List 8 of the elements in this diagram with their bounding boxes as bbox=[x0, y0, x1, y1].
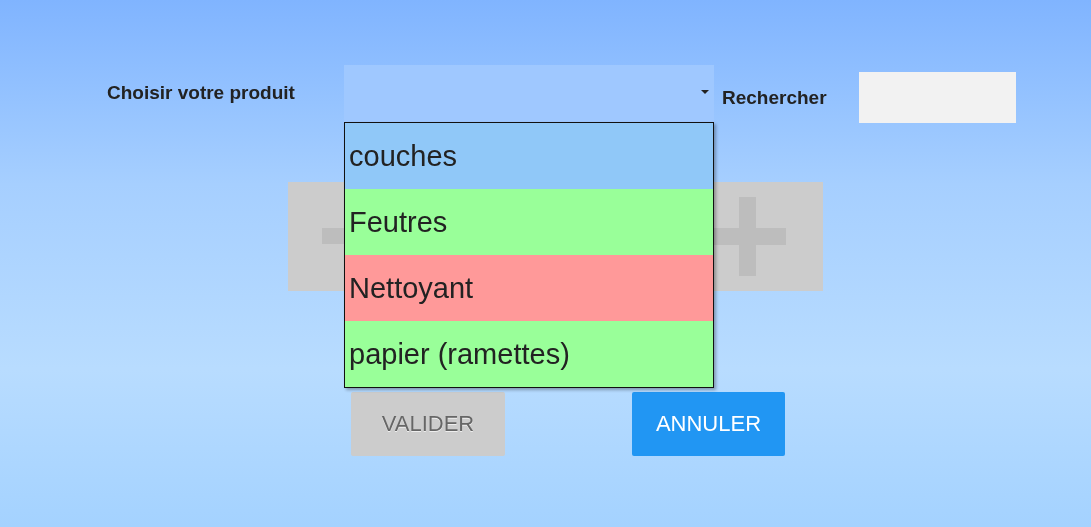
field-label: Rechercher bbox=[722, 87, 828, 110]
selected-option: couches bbox=[345, 123, 713, 189]
field-label: Choisir votre produit bbox=[107, 82, 296, 105]
validate-button: VALIDER bbox=[351, 392, 505, 456]
dropdown-option: Nettoyant bbox=[345, 255, 713, 321]
cancel-button: ANNULER bbox=[632, 392, 785, 456]
dropdown-option: papier (ramettes) bbox=[345, 321, 713, 387]
dropdown-option: Feutres bbox=[345, 189, 713, 255]
